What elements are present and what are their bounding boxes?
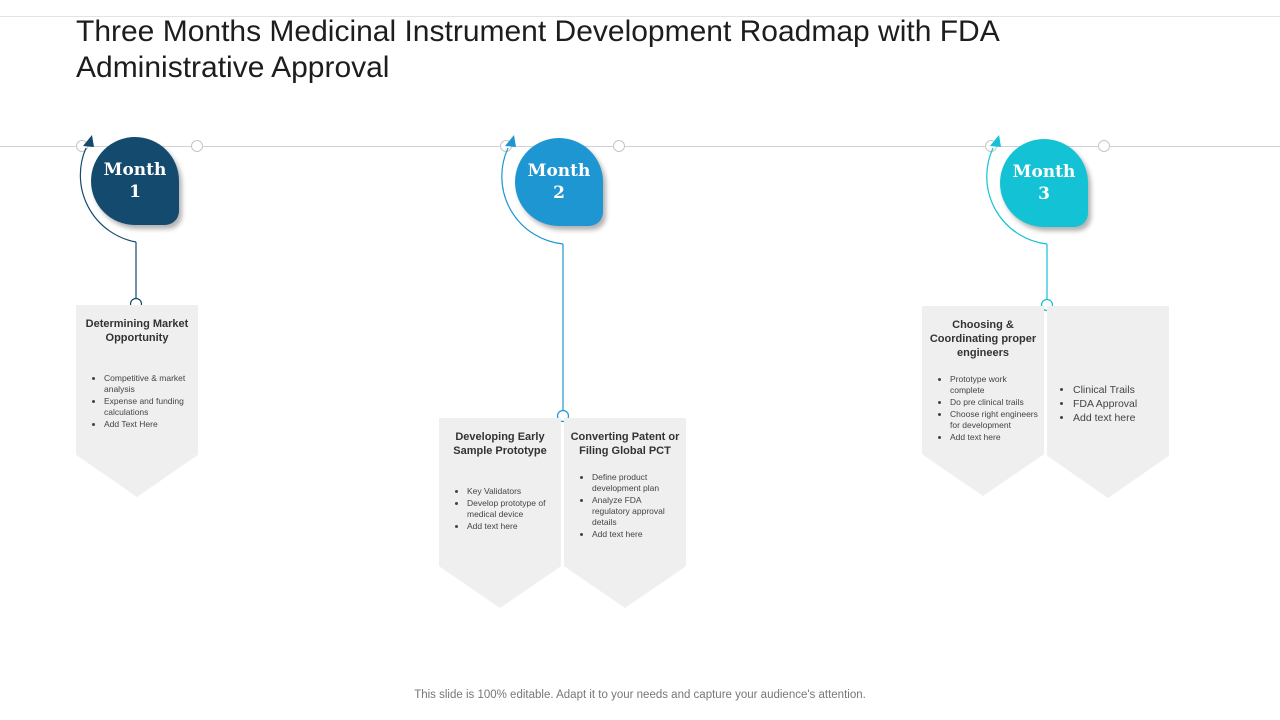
card-title: Choosing & Coordinating proper engineers: [929, 319, 1037, 359]
month-1-arc: [79, 147, 137, 243]
card-title: Converting Patent or Filing Global PCT: [570, 431, 680, 457]
slide-title: Three Months Medicinal Instrument Develo…: [76, 15, 999, 84]
timeline-node: [613, 140, 625, 152]
timeline-node: [191, 140, 203, 152]
card-bullet-list: Prototype work complete Do pre clinical …: [922, 374, 1044, 443]
list-item: Key Validators: [467, 486, 555, 497]
card-clinical-approval: Clinical Trails FDA Approval Add text he…: [1047, 306, 1169, 498]
card-patent-filing: Converting Patent or Filing Global PCT D…: [564, 418, 686, 608]
card-bullet-list: Competitive & market analysis Expense an…: [76, 373, 198, 430]
card-bullet-list: Define product development plan Analyze …: [564, 472, 686, 540]
list-item: Add text here: [592, 529, 680, 540]
timeline-node: [1098, 140, 1110, 152]
month-3-bubble: Month 3: [1000, 139, 1088, 227]
month-3-arc: [986, 147, 1048, 245]
month-2-bubble: Month 2: [515, 138, 603, 226]
list-item: Develop prototype of medical device: [467, 498, 555, 520]
list-item: Define product development plan: [592, 472, 680, 494]
timeline-line: [0, 146, 1280, 147]
month-3-arrowhead: [990, 135, 1001, 147]
list-item: Add text here: [950, 432, 1038, 443]
month-2-label: Month: [527, 161, 591, 181]
month-2-number: 2: [553, 183, 565, 203]
list-item: Add text here: [467, 521, 555, 532]
list-item: Clinical Trails: [1073, 384, 1163, 397]
card-title: Developing Early Sample Prototype: [453, 431, 547, 457]
list-item: Choose right engineers for development: [950, 409, 1038, 431]
card-sample-prototype: Developing Early Sample Prototype Key Va…: [439, 418, 561, 608]
list-item: Competitive & market analysis: [104, 373, 192, 395]
footer-note: This slide is 100% editable. Adapt it to…: [414, 689, 866, 701]
month-2-arrowhead: [505, 135, 516, 147]
list-item: Prototype work complete: [950, 374, 1038, 396]
list-item: Add Text Here: [104, 419, 192, 430]
list-item: Do pre clinical trails: [950, 397, 1038, 408]
card-title: Determining Market Opportunity: [85, 318, 189, 344]
card-bullet-list: Key Validators Develop prototype of medi…: [439, 486, 561, 532]
list-item: Analyze FDA regulatory approval details: [592, 495, 680, 528]
month-3-number: 3: [1038, 184, 1050, 204]
card-bullet-list: Clinical Trails FDA Approval Add text he…: [1047, 384, 1169, 425]
month-2-arc: [501, 147, 564, 245]
month-3-label: Month: [1012, 162, 1076, 182]
card-engineers: Choosing & Coordinating proper engineers…: [922, 306, 1044, 496]
list-item: Expense and funding calculations: [104, 396, 192, 418]
month-1-label: Month: [103, 160, 167, 180]
month-1-bubble: Month 1: [91, 137, 179, 225]
card-market-opportunity: Determining Market Opportunity Competiti…: [76, 305, 198, 497]
month-1-arrowhead: [83, 135, 94, 147]
list-item: Add text here: [1073, 412, 1163, 425]
top-divider: [0, 16, 1280, 17]
month-1-number: 1: [129, 182, 141, 202]
list-item: FDA Approval: [1073, 398, 1163, 411]
